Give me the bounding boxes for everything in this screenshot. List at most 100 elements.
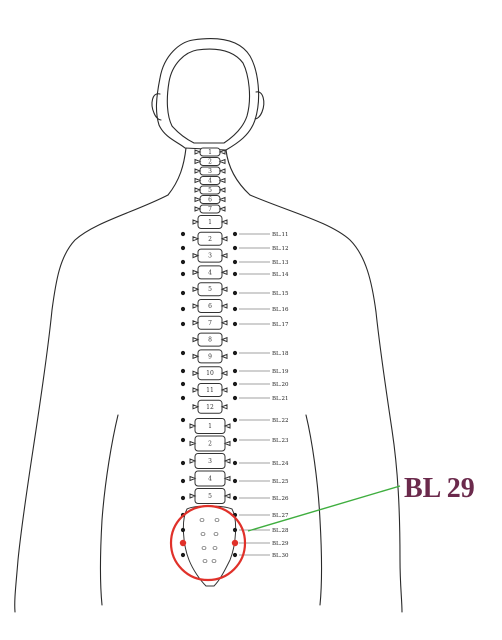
vertebra-number: 5 — [208, 286, 212, 293]
acupoint-label: BL.12 — [272, 246, 288, 252]
thoracic-vertebra: 2 — [192, 231, 228, 246]
acupoint-bl-13: BL.13 — [180, 259, 289, 266]
sacral-foramen — [200, 532, 206, 536]
arm-gap-right — [305, 414, 323, 606]
acupoint-label: BL.16 — [272, 307, 289, 313]
acupoint-dot-right — [232, 437, 238, 443]
acupoint-dot-right — [232, 417, 238, 423]
vertebra-number: 9 — [208, 353, 212, 360]
torso-right — [249, 194, 403, 613]
cervical-vertebra: 7 — [194, 204, 226, 214]
acupoint-dot-left — [180, 527, 186, 533]
acupoint-bl-25: BL.25 — [180, 478, 289, 485]
acupoint-dot-left — [180, 306, 186, 312]
acupoint-label: BL.24 — [272, 461, 289, 467]
acupoint-dot-left — [180, 495, 186, 501]
thoracic-vertebra: 5 — [192, 282, 228, 297]
acupoint-dot-right — [232, 495, 238, 501]
acupoint-bl-19: BL.19 — [180, 368, 289, 375]
sacral-foramen — [213, 532, 219, 536]
acupoint-dot-right — [232, 368, 238, 374]
acupoint-label: BL.21 — [272, 396, 288, 402]
acupoint-label: BL.15 — [272, 291, 289, 297]
acupoint-dot-right — [232, 271, 238, 277]
acupoint-dot-right — [232, 321, 238, 327]
highlight-ring — [169, 504, 247, 582]
vertebra-number: 11 — [206, 387, 214, 394]
ear-right — [254, 91, 265, 120]
acupoint-label: BL.23 — [272, 438, 289, 444]
vertebra-number: 5 — [208, 493, 212, 500]
acupoint-dot-right — [232, 245, 238, 251]
acupoint-label: BL.22 — [272, 418, 288, 424]
acupoint-bl-12: BL.12 — [180, 245, 288, 252]
vertebra-number: 4 — [208, 178, 212, 185]
body-outline — [14, 38, 403, 613]
sacral-foramen — [212, 546, 218, 550]
vertebra-number: 1 — [208, 219, 212, 226]
acupoint-bl-16: BL.16 — [180, 306, 289, 313]
acupoint-label: BL.13 — [272, 260, 289, 266]
acupoint-bl-22: BL.22 — [180, 417, 288, 424]
acupoint-dot-right — [232, 306, 238, 312]
acupoint-dot-left — [180, 437, 186, 443]
thoracic-vertebra: 3 — [192, 248, 228, 263]
cervical-vertebra: 3 — [194, 166, 226, 176]
acupoint-bl-28: BL.28 — [180, 527, 289, 534]
acupoint-dot-right — [231, 539, 239, 547]
lumbar-vertebra: 5 — [189, 488, 231, 504]
cervical-vertebra: 6 — [194, 195, 226, 204]
vertebra-number: 2 — [208, 441, 212, 448]
acupoint-dot-left — [180, 271, 186, 277]
acupoint-dot-left — [179, 539, 187, 547]
acupoint-label: BL.17 — [272, 322, 289, 328]
acupoint-dot-right — [232, 381, 238, 387]
acupoint-bl-24: BL.24 — [180, 460, 289, 467]
acupoint-dot-left — [180, 290, 186, 296]
vertebra-number: 5 — [208, 187, 212, 194]
acupoint-bl-30: BL.30 — [180, 552, 289, 559]
head-outline — [155, 38, 260, 151]
vertebra-number: 3 — [208, 253, 212, 260]
acupoint-dot-left — [180, 245, 186, 251]
acupoint-label: BL.29 — [272, 541, 289, 547]
acupoint-bl-26: BL.26 — [180, 495, 289, 502]
sacrum — [182, 505, 237, 587]
acupoint-bl-20: BL.20 — [180, 381, 289, 388]
acupoint-dot-left — [180, 478, 186, 484]
vertebra-number: 2 — [208, 236, 212, 243]
cervical-vertebra: 1 — [194, 147, 226, 157]
acupoint-label: BL.18 — [272, 351, 289, 357]
acupoint-bl-11: BL.11 — [180, 231, 288, 238]
acupoints: BL.11BL.12BL.13BL.14BL.15BL.16BL.17BL.18… — [179, 231, 289, 559]
acupoint-label: BL.20 — [272, 382, 289, 388]
acupoint-dot-left — [180, 231, 186, 237]
vertebra-number: 3 — [208, 168, 212, 175]
acupoint-bl-29: BL.29 — [179, 539, 289, 547]
lumbar-vertebra: 2 — [189, 435, 231, 452]
acupoint-label: BL.25 — [272, 479, 289, 485]
vertebra-number: 10 — [206, 370, 214, 377]
acupoint-dot-left — [180, 368, 186, 374]
acupoint-label: BL.27 — [272, 513, 289, 519]
sacral-foramen — [201, 546, 207, 550]
acupoint-dot-right — [232, 350, 238, 356]
acupoint-dot-left — [180, 259, 186, 265]
cervical-vertebra: 5 — [194, 185, 226, 195]
thoracic-vertebra: 9 — [192, 349, 228, 364]
acupoint-dot-right — [232, 290, 238, 296]
acupoint-label: BL.14 — [272, 272, 289, 278]
thoracic-vertebra: 12 — [192, 399, 228, 414]
sacral-foramen — [199, 518, 205, 522]
thoracic-vertebra: 6 — [192, 299, 228, 313]
acupoint-bl-21: BL.21 — [180, 395, 288, 402]
lumbar-vertebra: 4 — [189, 470, 231, 487]
acupoint-dot-left — [180, 321, 186, 327]
cervical-vertebra: 2 — [194, 157, 226, 166]
vertebra-number: 7 — [208, 320, 212, 327]
vertebra-number: 6 — [208, 303, 212, 310]
acupoint-dot-right — [232, 527, 238, 533]
thoracic-vertebra: 1 — [192, 215, 228, 229]
vertebra-number: 4 — [208, 476, 212, 483]
